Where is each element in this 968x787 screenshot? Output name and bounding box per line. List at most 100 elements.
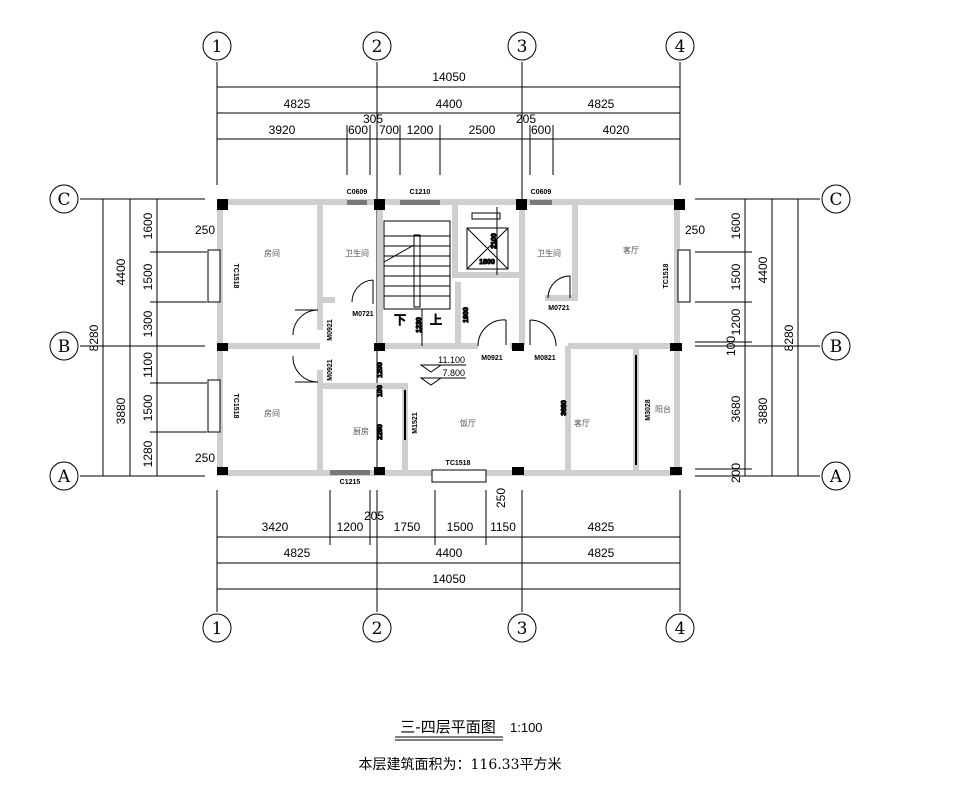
dim-label: 1500 xyxy=(141,394,155,421)
drawing-title: 三-四层平面图 1:100 本层建筑面积为：116.33平方米 xyxy=(359,718,562,773)
svg-text:C: C xyxy=(829,190,842,210)
area-note: 本层建筑面积为：116.33平方米 xyxy=(359,757,562,773)
svg-text:1: 1 xyxy=(212,37,223,57)
dim-label: 2500 xyxy=(469,123,496,137)
dim-label: 4825 xyxy=(588,97,615,111)
dim-label: 1200 xyxy=(337,520,364,534)
right-dimensions: 1600 1500 1200 100 3680 200 4400 3880 82… xyxy=(685,199,799,483)
dim-label: 250 xyxy=(494,488,508,508)
dim-label: 1500 xyxy=(141,263,155,290)
dim-label: 8280 xyxy=(782,324,796,351)
dim-label: 4825 xyxy=(284,97,311,111)
elevation-label: 11.100 xyxy=(438,355,465,365)
window-label: TC1518 xyxy=(663,263,670,288)
svg-text:A: A xyxy=(57,467,71,487)
window-label: C1210 xyxy=(410,189,431,196)
window-label: C1215 xyxy=(340,479,361,486)
dim-label: 2280 xyxy=(377,424,384,440)
elevator-shaft: 1800 2100 xyxy=(466,207,509,275)
door-label: M0821 xyxy=(534,355,556,362)
dim-label: 1280 xyxy=(141,440,155,467)
windows: C0609 C1210 C0609 TC1518 TC1518 TC1518 C… xyxy=(207,189,691,486)
dim-label: 1200 xyxy=(407,123,434,137)
dim-label: 2100 xyxy=(491,233,498,249)
door-label: M0921 xyxy=(327,319,334,341)
axis-bubble-2-top: 2 xyxy=(362,31,392,61)
dim-label: 3680 xyxy=(729,395,743,422)
axis-bubbles: 1 2 3 4 1 2 3 4 C B A C B A xyxy=(49,31,851,643)
dim-label: 100 xyxy=(377,385,384,397)
window-label: C0609 xyxy=(347,189,368,196)
room-label: 客厅 xyxy=(574,418,590,428)
svg-text:2: 2 xyxy=(372,619,383,639)
door-label: M3028 xyxy=(645,399,652,421)
window-label: C0609 xyxy=(531,189,552,196)
axis-bubble-1-top: 1 xyxy=(202,31,232,61)
dim-label: 3420 xyxy=(262,520,289,534)
dim-label: 1230 xyxy=(416,317,423,333)
window-label: TC1518 xyxy=(232,264,239,289)
dim-label: 600 xyxy=(531,123,551,137)
window-label: TC1518 xyxy=(446,460,471,467)
axis-bubble-4-bottom: 4 xyxy=(665,613,695,643)
dim-label: 305 xyxy=(363,112,383,126)
room-label: 房间 xyxy=(264,248,280,258)
svg-text:B: B xyxy=(58,337,71,357)
dim-label: 4020 xyxy=(603,123,630,137)
left-dimensions: 8280 4400 3880 1600 1500 1300 1100 1500 … xyxy=(87,199,215,476)
dim-label: 4825 xyxy=(284,546,311,560)
door-label: M0921 xyxy=(481,355,503,362)
dim-label: 1750 xyxy=(394,520,421,534)
dim-label: 3880 xyxy=(114,397,128,424)
axis-bubble-A-left: A xyxy=(49,461,79,491)
door-label: M0721 xyxy=(548,305,570,312)
window-label: TC1518 xyxy=(232,394,239,419)
dim-label: 1800 xyxy=(479,259,495,266)
dim-label: 4400 xyxy=(756,256,770,283)
dim-label: 1500 xyxy=(729,263,743,290)
staircase: 下 上 1230 1200 100 2280 1900 3680 xyxy=(377,220,569,440)
dim-label: 3680 xyxy=(561,400,568,416)
svg-text:B: B xyxy=(830,337,843,357)
dim-label: 1200 xyxy=(377,362,384,378)
svg-text:2: 2 xyxy=(372,37,383,57)
axis-bubble-B-right: B xyxy=(821,331,851,361)
dim-label: 4400 xyxy=(436,546,463,560)
stair-up-label: 上 xyxy=(430,313,442,327)
room-label: 饭厅 xyxy=(460,418,476,428)
axis-bubble-A-right: A xyxy=(821,461,851,491)
svg-text:C: C xyxy=(57,190,70,210)
dim-label: 100 xyxy=(724,336,738,356)
svg-text:3: 3 xyxy=(517,619,528,639)
room-label: 卫生间 xyxy=(345,248,369,258)
dim-label: 3880 xyxy=(756,397,770,424)
room-label: 房间 xyxy=(264,408,280,418)
dim-label: 200 xyxy=(729,463,743,483)
scale-text: 1:100 xyxy=(510,720,543,735)
dim-label: 1600 xyxy=(729,212,743,239)
dim-label: 250 xyxy=(685,223,705,237)
axis-lines xyxy=(80,62,820,612)
bottom-dimensions: 3420 1200 1750 1500 1150 4825 205 4825 4… xyxy=(217,488,680,590)
room-label: 阳台 xyxy=(655,404,671,414)
elevation-label: 7.800 xyxy=(442,368,465,378)
dim-label: 700 xyxy=(379,123,399,137)
dim-label: 250 xyxy=(195,451,215,465)
axis-bubble-B-left: B xyxy=(49,331,79,361)
dim-label: 4400 xyxy=(436,97,463,111)
dim-label: 4400 xyxy=(114,258,128,285)
dim-label: 1300 xyxy=(141,310,155,337)
dim-label: 3920 xyxy=(269,123,296,137)
axis-bubble-2-bottom: 2 xyxy=(362,613,392,643)
door-label: M0721 xyxy=(352,311,374,318)
top-dimensions: 14050 4825 4400 4825 3920 600 700 1200 2… xyxy=(217,70,680,175)
axis-bubble-C-left: C xyxy=(49,184,79,214)
dim-label: 205 xyxy=(364,509,384,523)
svg-text:4: 4 xyxy=(675,619,686,639)
room-labels: 房间 卫生间 卫生间 客厅 房间 厨房 饭厅 客厅 阳台 xyxy=(264,245,671,436)
svg-text:3: 3 xyxy=(517,37,528,57)
dim-total-bottom: 14050 xyxy=(432,572,466,586)
room-label: 厨房 xyxy=(353,426,369,436)
door-label: M1521 xyxy=(412,412,419,434)
